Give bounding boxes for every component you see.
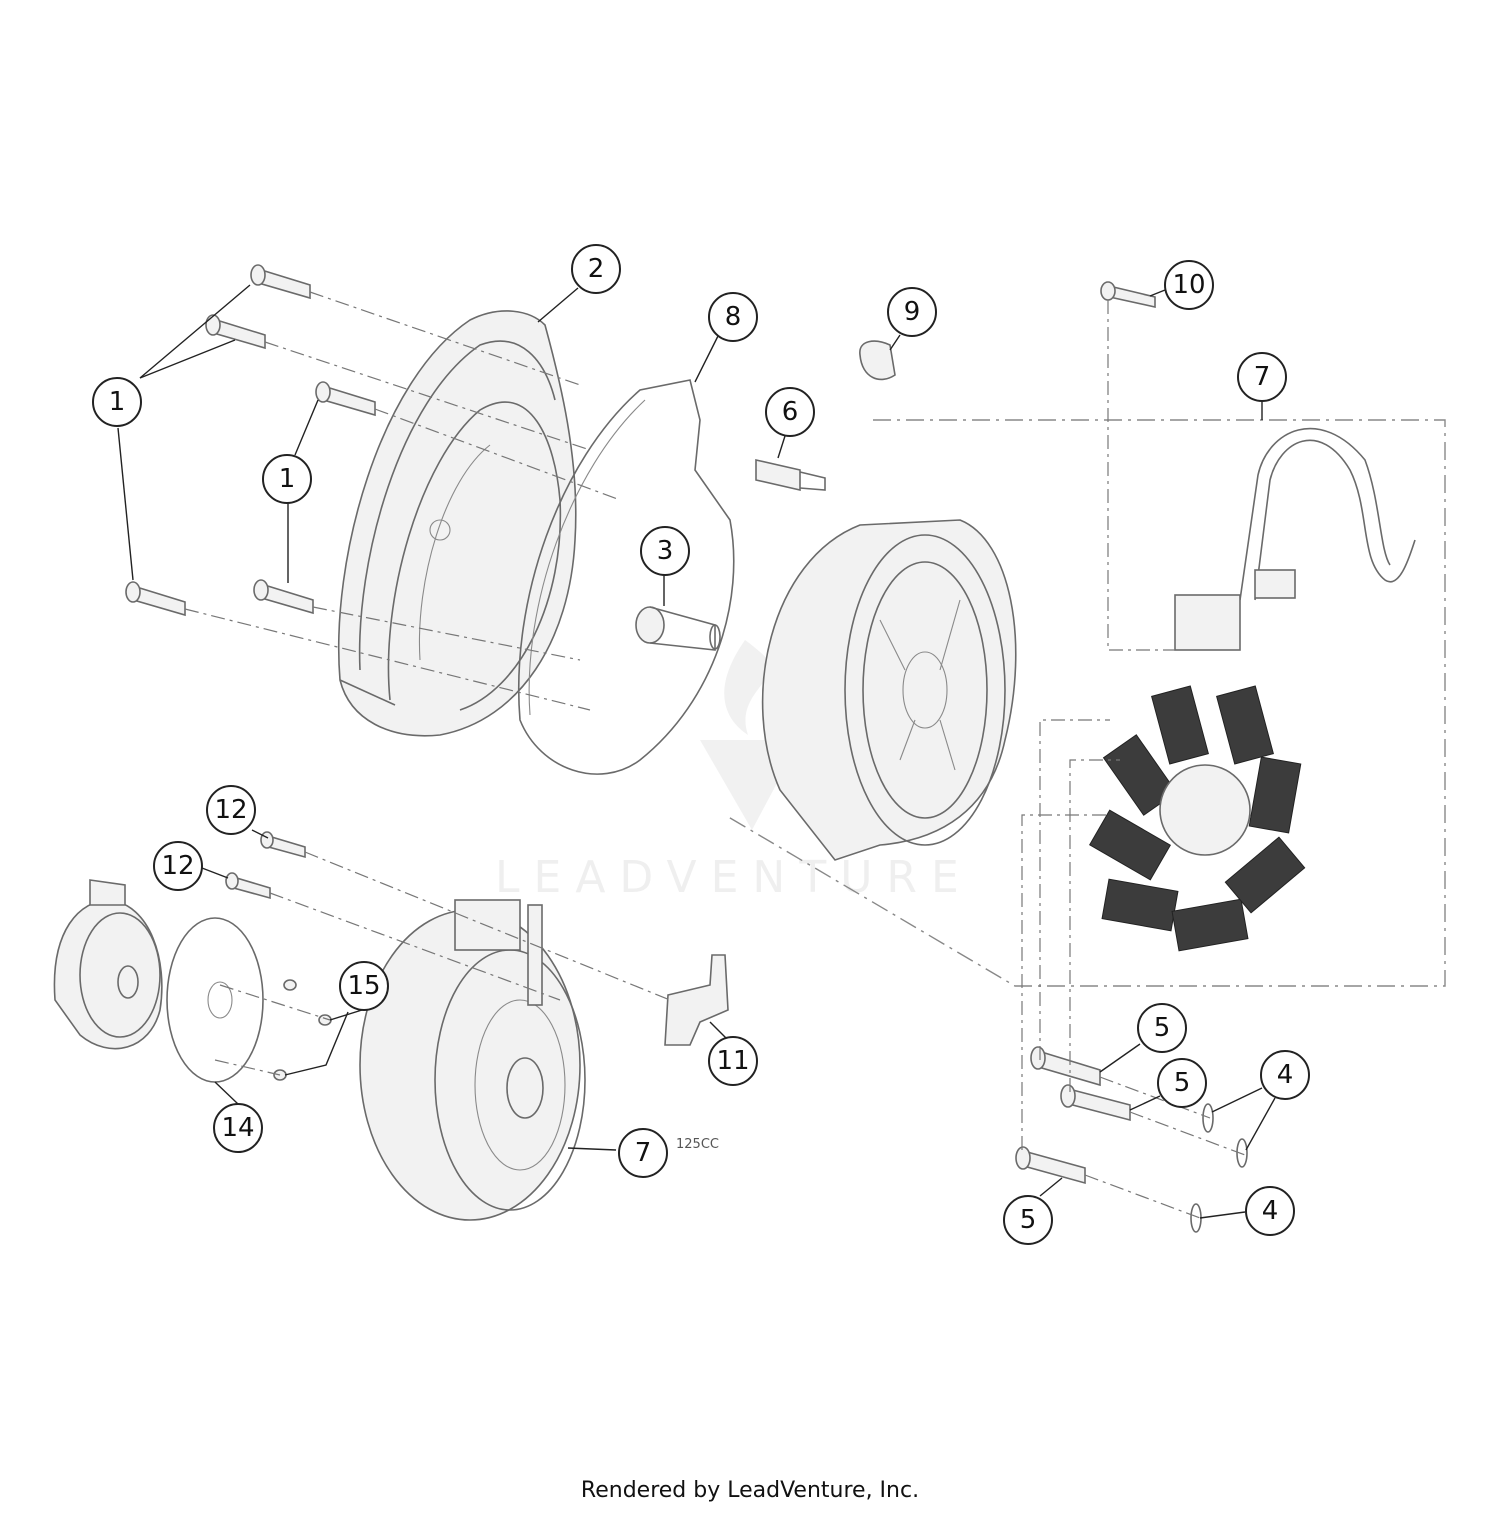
svg-text:8: 8 [725,302,742,332]
callout: 6 [765,387,815,437]
svg-text:4: 4 [1277,1060,1294,1090]
callout: 14 [213,1103,263,1153]
svg-text:12: 12 [161,851,194,881]
callout: 4 [1245,1186,1295,1236]
part-bolts-12 [225,831,306,900]
svg-text:2: 2 [588,254,605,284]
callout: 11 [708,1036,758,1086]
callout: 2 [571,244,621,294]
part-bolts-5 [1015,1046,1131,1185]
svg-text:1: 1 [109,387,126,417]
svg-text:6: 6 [782,397,799,427]
part-stator [1089,427,1416,952]
watermark-logo: LEADVENTURE [495,640,973,903]
watermark-text: LEADVENTURE [495,852,973,903]
callout: 5 [1137,1003,1187,1053]
callout: 9 [887,287,937,337]
svg-text:14: 14 [221,1113,254,1143]
svg-text:7: 7 [635,1138,652,1168]
callout: 1 [92,377,142,427]
callout: 4 [1260,1050,1310,1100]
callout: 5 [1003,1195,1053,1245]
leader-lines [117,284,1276,1219]
callout: 1 [262,454,312,504]
svg-text:3: 3 [657,536,674,566]
footer-credit: Rendered by LeadVenture, Inc. [580,1478,920,1503]
callout: 15 [339,961,389,1011]
svg-text:10: 10 [1172,270,1205,300]
svg-text:5: 5 [1154,1013,1171,1043]
alignment-lines [184,291,1246,1219]
part-small-rotor [53,879,163,1050]
svg-text:12: 12 [214,795,247,825]
part-gasket [517,379,735,775]
callout: 5 [1157,1058,1207,1108]
svg-text:15: 15 [347,971,380,1001]
part-bolts-1 [125,264,376,617]
svg-text:5: 5 [1020,1205,1037,1235]
part-plate [166,917,264,1083]
callout: 7 [618,1128,668,1178]
svg-text:7: 7 [1254,362,1271,392]
callout: 3 [640,526,690,576]
variant-note: 125CC [676,1137,719,1152]
part-flywheel [761,519,1017,861]
callout: 10 [1164,260,1214,310]
callout: 7 [1237,352,1287,402]
callouts: 1 1 2 8 9 10 7 6 3 12 12 15 11 14 7 5 5 … [92,244,1310,1245]
callout: 12 [206,785,256,835]
part-bolt-10 [1100,281,1156,308]
stator-assembly-outline [724,419,1446,987]
part-stator-125cc [359,899,586,1221]
callout: 8 [708,292,758,342]
part-cover [337,310,577,737]
part-clamp [859,340,896,381]
part-bracket [664,954,729,1046]
svg-text:5: 5 [1174,1068,1191,1098]
part-screws-15 [273,979,332,1081]
svg-text:4: 4 [1262,1196,1279,1226]
part-shaft [635,606,721,651]
part-spacer [755,458,826,492]
callout: 12 [153,841,203,891]
svg-text:11: 11 [716,1046,749,1076]
svg-text:1: 1 [279,464,296,494]
svg-text:9: 9 [904,297,921,327]
